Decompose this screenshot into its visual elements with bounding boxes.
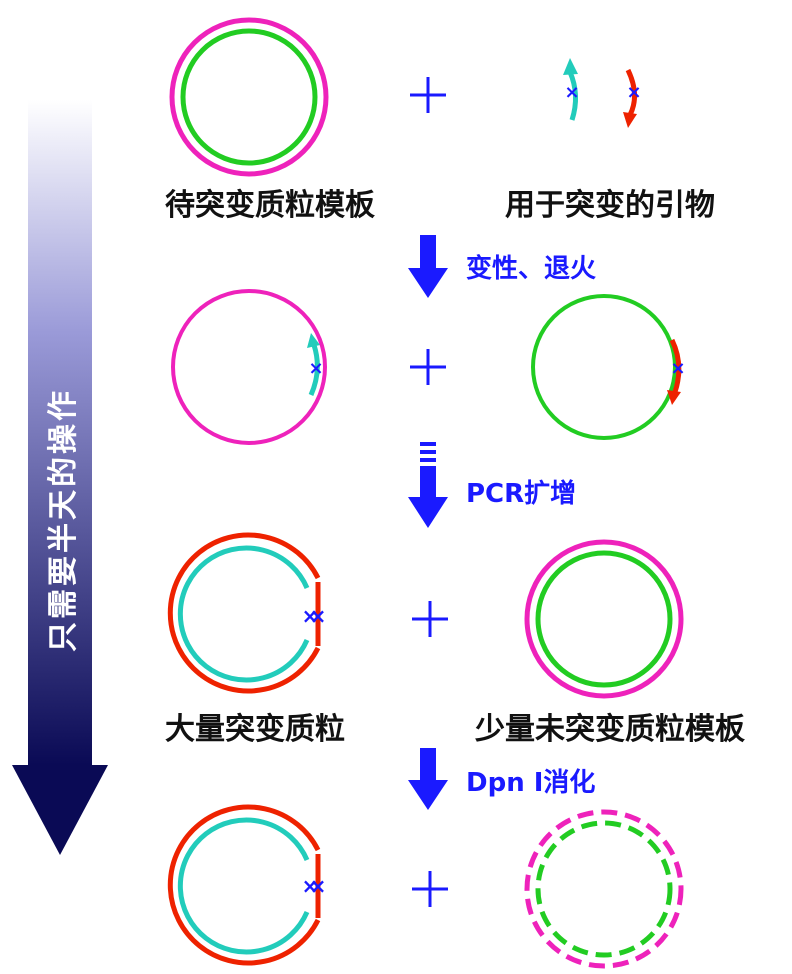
template-plasmid-circle (169, 17, 329, 177)
primer-label: 用于突变的引物 (505, 188, 715, 223)
forward-primer: × (563, 58, 580, 121)
plus-sign-4 (412, 871, 448, 907)
step-arrow-3 (408, 748, 448, 810)
annealed-reverse-primer: × (667, 338, 686, 405)
plus-sign-3 (412, 601, 448, 637)
step-label-pcr: PCR扩增 (466, 479, 577, 509)
step-arrow-2 (408, 442, 448, 528)
parental-plasmid-label: 少量未突变质粒模板 (475, 712, 745, 747)
svg-text:×: × (670, 358, 685, 379)
plus-sign-2 (410, 349, 446, 385)
annealed-forward-primer: × (307, 333, 324, 397)
svg-text:×: × (626, 82, 641, 103)
svg-text:×: × (308, 358, 323, 379)
svg-text:×: × (302, 604, 319, 628)
step-arrow-1 (408, 235, 448, 298)
parental-plasmid-circle (524, 539, 684, 699)
final-mutant-plasmid-circle: × × (167, 804, 327, 966)
denatured-green-strand (531, 294, 677, 440)
mutant-plasmid-circle: × × (167, 532, 327, 694)
svg-text:×: × (310, 874, 327, 898)
digested-plasmid-circle (524, 809, 684, 969)
mutant-plasmid-label: 大量突变质粒 (165, 712, 345, 747)
svg-text:×: × (310, 604, 327, 628)
svg-text:×: × (302, 874, 319, 898)
side-timeline-arrow (12, 100, 108, 855)
step-label-dpni: Dpn I消化 (466, 768, 596, 798)
template-plasmid-label: 待突变质粒模板 (165, 188, 375, 223)
plus-sign-1 (410, 77, 446, 113)
denatured-magenta-strand (171, 289, 327, 445)
svg-text:×: × (564, 82, 579, 103)
step-label-denature-anneal: 变性、退火 (466, 254, 597, 284)
reverse-primer: × (623, 68, 642, 128)
side-banner-text: 只需要半天的操作 (46, 388, 81, 652)
